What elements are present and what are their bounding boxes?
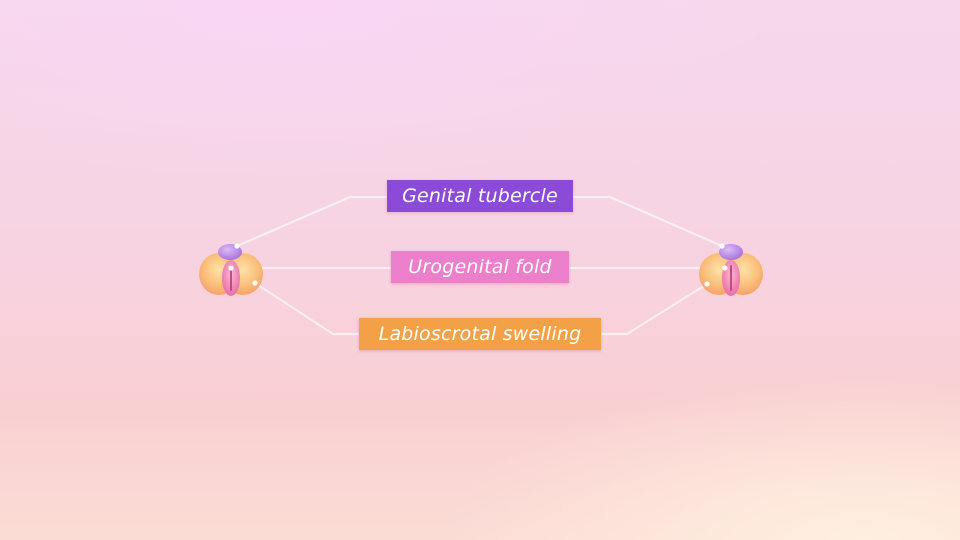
- connector-swelling-left: [253, 281, 361, 336]
- left-genital-structure: [199, 243, 263, 296]
- left-fold-dot: [228, 265, 234, 271]
- connector-swelling-right: [599, 282, 709, 336]
- left-tubercle-dot: [234, 243, 240, 249]
- right-genital-structure: [699, 243, 763, 296]
- connector-tubercle-right: [571, 195, 724, 248]
- urogenital-fold-label: Urogenital fold: [391, 251, 569, 283]
- right-fold-dot: [722, 265, 728, 271]
- right-tubercle-dot: [719, 243, 725, 249]
- right-tubercle-shape: [719, 244, 743, 260]
- left-swelling-dot: [252, 280, 258, 286]
- right-swelling-dot: [704, 281, 710, 287]
- connector-tubercle-left: [235, 195, 389, 248]
- genital-tubercle-label: Genital tubercle: [387, 180, 573, 212]
- labioscrotal-swelling-label: Labioscrotal swelling: [359, 318, 601, 350]
